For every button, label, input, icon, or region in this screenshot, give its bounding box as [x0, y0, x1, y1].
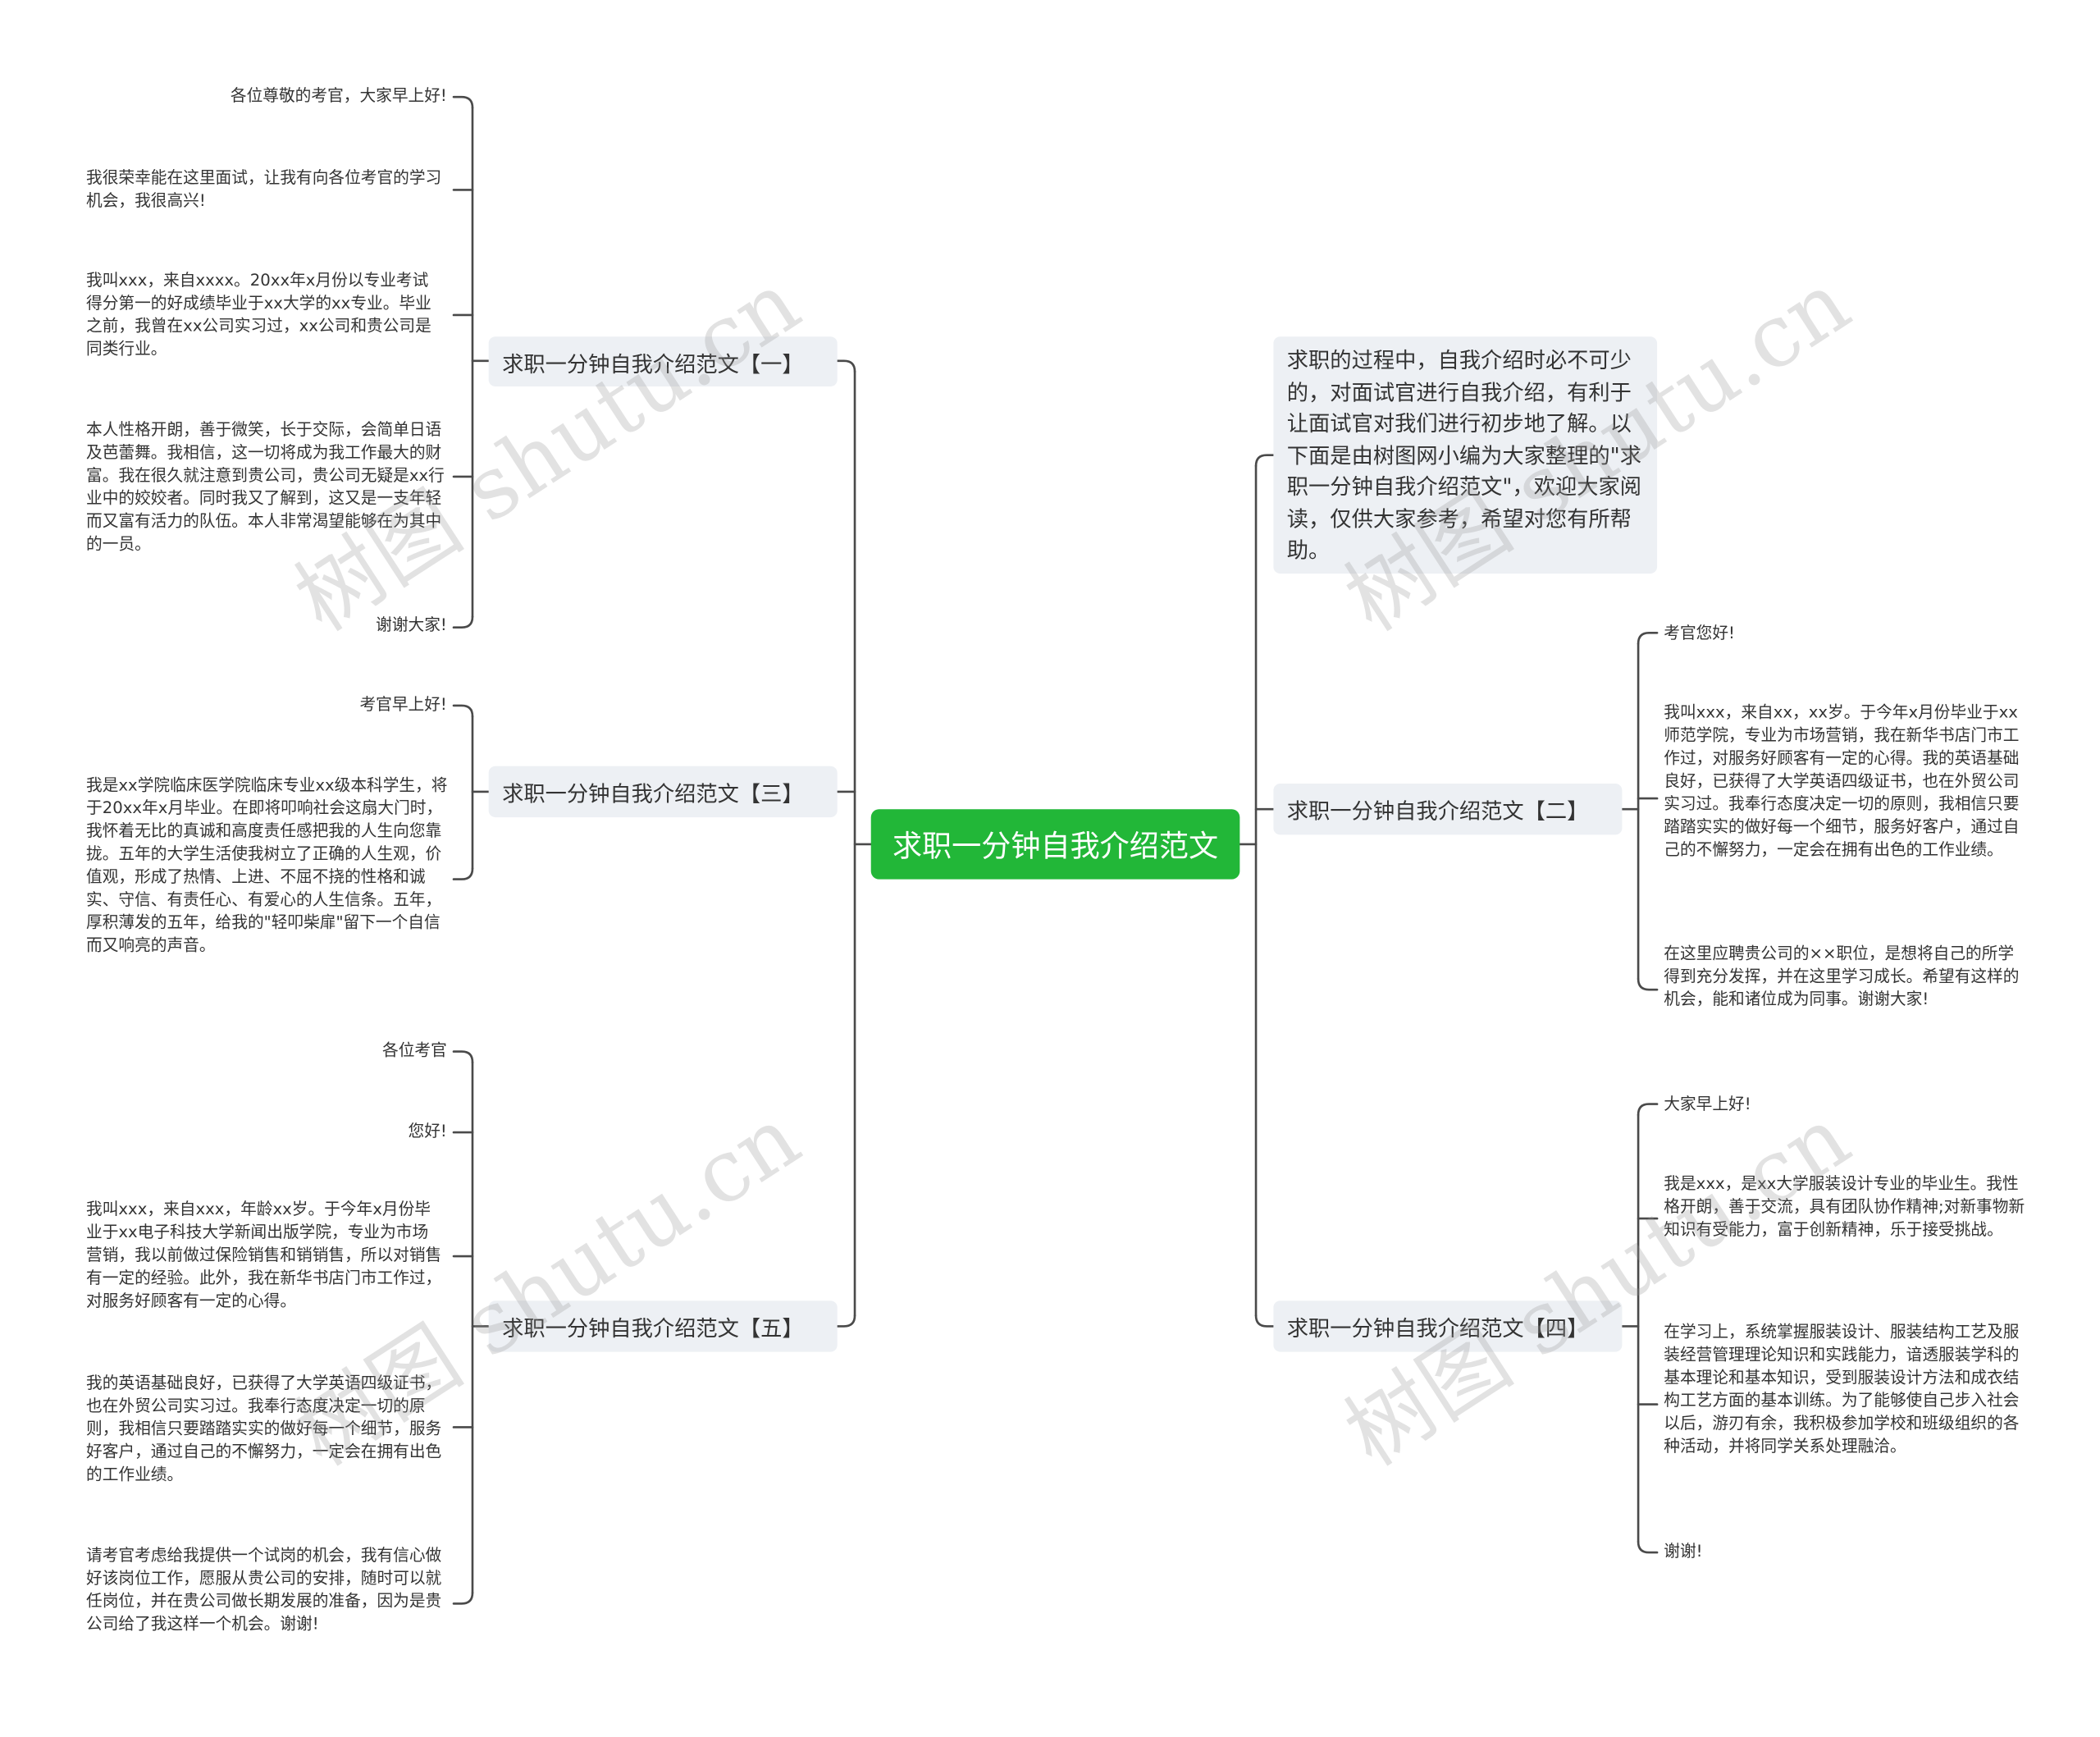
- branch-topic-1[interactable]: 求职一分钟自我介绍范文【一】: [488, 336, 838, 386]
- intro-topic[interactable]: 求职的过程中，自我介绍时必不可少的，对面试官进行自我介绍，有利于让面试官对我们进…: [1273, 336, 1658, 574]
- branch-topic-3[interactable]: 求职一分钟自我介绍范文【三】: [488, 766, 838, 818]
- leaf-b5-1[interactable]: 各位考官: [382, 1040, 447, 1060]
- branch-topic-5[interactable]: 求职一分钟自我介绍范文【五】: [488, 1300, 838, 1352]
- leaf-b5-5[interactable]: 请考官考虑给我提供一个试岗的机会，我有信心做好该岗位工作，愿服从贵公司的安排，随…: [86, 1545, 442, 1634]
- leaf-b1-1[interactable]: 各位尊敬的考官，大家早上好!: [230, 86, 447, 105]
- leaf-b1-5[interactable]: 谢谢大家!: [376, 615, 447, 634]
- leaf-b5-3[interactable]: 我叫xxx，来自xxx，年龄xx岁。于今年x月份毕业于xx电子科技大学新闻出版学…: [86, 1200, 442, 1310]
- leaf-b4-3[interactable]: 在学习上，系统掌握服装设计、服装结构工艺及服装经营管理理论知识和实践能力，谙透服…: [1664, 1322, 2020, 1456]
- leaf-b3-1[interactable]: 考官早上好!: [359, 694, 447, 714]
- leaf-b2-1[interactable]: 考官您好!: [1664, 623, 1735, 642]
- branch-topic-4[interactable]: 求职一分钟自我介绍范文【四】: [1273, 1300, 1623, 1352]
- leaf-b1-3[interactable]: 我叫xxx，来自xxxx。20xx年x月份以专业考试得分第一的好成绩毕业于xx大…: [86, 270, 431, 359]
- leaf-b4-1[interactable]: 大家早上好!: [1664, 1095, 1751, 1114]
- root-topic[interactable]: 求职一分钟自我介绍范文: [870, 809, 1240, 880]
- leaf-b2-2[interactable]: 我叫xxx，来自xx，xx岁。于今年x月份毕业于xx师范学院，专业为市场营销，我…: [1664, 702, 2020, 859]
- leaf-b5-4[interactable]: 我的英语基础良好，已获得了大学英语四级证书，也在外贸公司实习过。我奉行态度决定一…: [86, 1373, 442, 1484]
- branch-topic-2[interactable]: 求职一分钟自我介绍范文【二】: [1273, 784, 1623, 835]
- leaf-b1-4[interactable]: 本人性格开朗，善于微笑，长于交际，会简单日语及芭蕾舞。我相信，这一切将成为我工作…: [86, 419, 445, 554]
- leaf-b2-3[interactable]: 在这里应聘贵公司的××职位，是想将自己的所学得到充分发挥，并在这里学习成长。希望…: [1664, 944, 2020, 1009]
- leaf-b4-4[interactable]: 谢谢!: [1664, 1541, 1703, 1561]
- leaf-b5-2[interactable]: 您好!: [408, 1121, 447, 1140]
- leaf-b4-2[interactable]: 我是xxx，是xx大学服装设计专业的毕业生。我性格开朗，善于交流，具有团队协作精…: [1664, 1173, 2025, 1239]
- leaf-b1-2[interactable]: 我很荣幸能在这里面试，让我有向各位考官的学习机会，我很高兴!: [86, 168, 442, 210]
- leaf-b3-2[interactable]: 我是xx学院临床医学院临床专业xx级本科学生，将于20xx年x月毕业。在即将叩响…: [86, 775, 448, 955]
